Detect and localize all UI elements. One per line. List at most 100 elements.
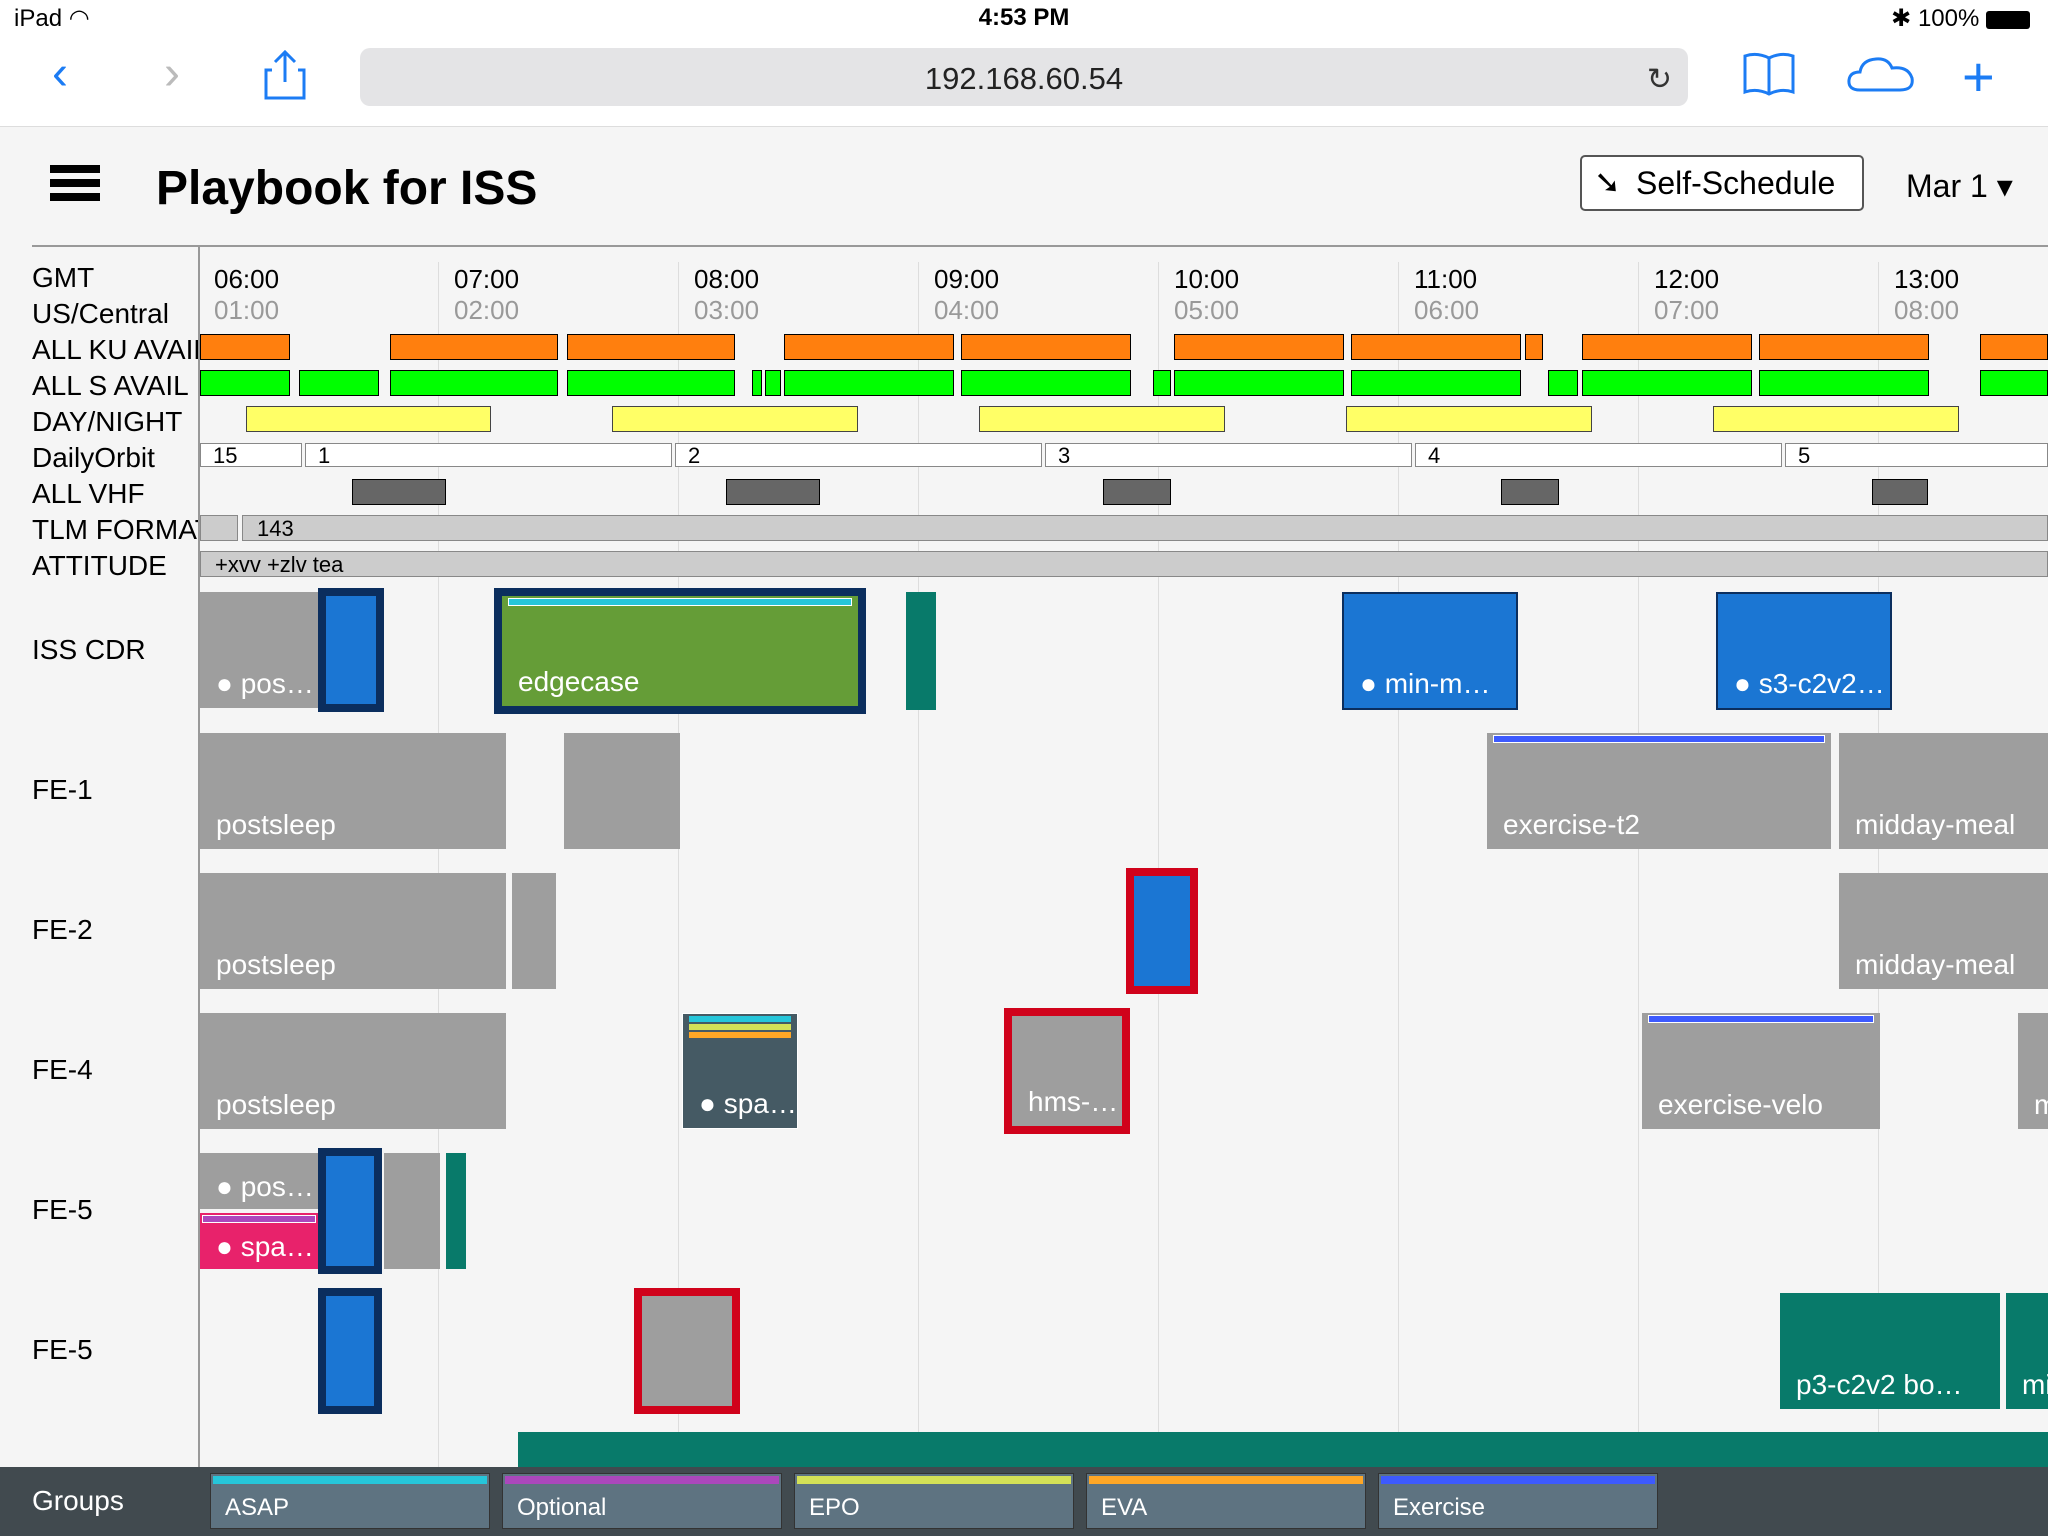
activity-block[interactable]: postsleep xyxy=(200,873,506,989)
vhf-pass[interactable] xyxy=(1103,479,1171,505)
activity-block[interactable]: ● spa… xyxy=(200,1213,318,1269)
vhf-pass[interactable] xyxy=(726,479,820,505)
attitude-segment[interactable]: +xvv +zlv tea xyxy=(200,551,2048,577)
ku-window[interactable] xyxy=(1525,334,1543,360)
s-window[interactable] xyxy=(200,370,290,396)
share-icon[interactable] xyxy=(264,49,306,100)
s-window[interactable] xyxy=(390,370,558,396)
activity-block[interactable]: ● spa… xyxy=(682,1013,798,1129)
activity-block[interactable]: p3-c2v2 bo… xyxy=(1780,1293,2000,1409)
reload-icon[interactable]: ↻ xyxy=(1646,63,1672,96)
new-tab-icon[interactable]: + xyxy=(1962,45,1995,108)
activity-block[interactable]: postsleep xyxy=(200,733,506,849)
activity-block[interactable] xyxy=(384,1153,440,1269)
activity-block[interactable]: hms-… xyxy=(1004,1008,1130,1134)
orbit-segment[interactable]: 1 xyxy=(305,443,672,468)
forward-icon[interactable]: › xyxy=(164,47,180,100)
activity-block[interactable] xyxy=(318,1148,382,1274)
s-window[interactable] xyxy=(299,370,379,396)
s-window[interactable] xyxy=(784,370,954,396)
ku-window[interactable] xyxy=(1174,334,1344,360)
s-window[interactable] xyxy=(567,370,735,396)
group-eva[interactable]: EVA xyxy=(1086,1473,1366,1529)
browser-toolbar: ‹ › 192.168.60.54 ↻ + xyxy=(0,40,2048,127)
s-window[interactable] xyxy=(1153,370,1171,396)
bookmarks-icon[interactable] xyxy=(1742,52,1796,101)
s-window[interactable] xyxy=(1759,370,1929,396)
activity-block[interactable]: exercise-velo xyxy=(1642,1013,1880,1129)
s-window[interactable] xyxy=(1351,370,1521,396)
back-icon[interactable]: ‹ xyxy=(52,47,68,100)
daylight-period[interactable] xyxy=(1346,406,1592,432)
activity-block[interactable] xyxy=(564,733,680,849)
vhf-pass[interactable] xyxy=(352,479,446,505)
ku-window[interactable] xyxy=(390,334,558,360)
group-label: EVA xyxy=(1101,1494,1148,1521)
group-epo[interactable]: EPO xyxy=(794,1473,1074,1529)
activity-block[interactable]: exercise-t2 xyxy=(1487,733,1831,849)
cloud-tabs-icon[interactable] xyxy=(1846,54,1916,99)
s-label: ALL S AVAIL xyxy=(32,370,189,401)
ku-window[interactable] xyxy=(961,334,1131,360)
tlm-segment[interactable]: 143 xyxy=(242,515,2048,541)
activity-label: ● min-m… xyxy=(1360,668,1491,699)
s-window[interactable] xyxy=(961,370,1131,396)
tlm-segment[interactable] xyxy=(200,515,238,541)
activity-block[interactable]: ● pos… xyxy=(200,592,320,708)
group-optional[interactable]: Optional xyxy=(502,1473,782,1529)
vhf-pass[interactable] xyxy=(1872,479,1928,505)
group-asap[interactable]: ASAP xyxy=(210,1473,490,1529)
orbit-segment[interactable]: 3 xyxy=(1045,443,1412,468)
menu-icon[interactable] xyxy=(50,165,100,205)
ku-window[interactable] xyxy=(1980,334,2048,360)
ku-window[interactable] xyxy=(784,334,954,360)
activity-block[interactable]: ● s3-c2v2… xyxy=(1716,592,1892,710)
activity-block[interactable] xyxy=(1126,868,1198,994)
activity-block[interactable] xyxy=(512,873,556,989)
s-window[interactable] xyxy=(752,370,762,396)
daylight-period[interactable] xyxy=(246,406,491,432)
activity-block[interactable] xyxy=(634,1288,740,1414)
app-header: Playbook for ISS ➘ Self-Schedule Mar 1 ▾ xyxy=(0,127,2048,247)
self-schedule-button[interactable]: ➘ Self-Schedule xyxy=(1580,155,1864,211)
activity-block[interactable]: m xyxy=(2018,1013,2048,1129)
activity-block[interactable] xyxy=(906,592,936,710)
daylight-period[interactable] xyxy=(612,406,858,432)
activity-block[interactable]: ● pos… xyxy=(200,1153,318,1209)
vhf-pass[interactable] xyxy=(1501,479,1559,505)
status-bar: iPad ◠ 4:53 PM ✱ 100% xyxy=(0,0,2048,40)
s-window[interactable] xyxy=(1548,370,1578,396)
daylight-period[interactable] xyxy=(979,406,1225,432)
s-window[interactable] xyxy=(1980,370,2048,396)
ku-window[interactable] xyxy=(1582,334,1752,360)
ku-window[interactable] xyxy=(200,334,290,360)
s-window[interactable] xyxy=(765,370,781,396)
orbit-segment[interactable]: 5 xyxy=(1785,443,2048,468)
activity-block[interactable] xyxy=(318,588,384,712)
activity-block[interactable]: midday-meal xyxy=(1839,873,2048,989)
ku-label: ALL KU AVAIL xyxy=(32,334,198,365)
group-label: ASAP xyxy=(225,1494,290,1521)
date-select[interactable]: Mar 1 ▾ xyxy=(1906,167,2013,205)
activity-block[interactable]: midday-meal xyxy=(1839,733,2048,849)
ku-window[interactable] xyxy=(1351,334,1521,360)
orbit-segment[interactable]: 4 xyxy=(1415,443,1782,468)
ku-window[interactable] xyxy=(1759,334,1929,360)
activity-block[interactable] xyxy=(446,1153,466,1269)
activity-block[interactable]: mi xyxy=(2006,1293,2048,1409)
ku-window[interactable] xyxy=(567,334,735,360)
address-bar[interactable]: 192.168.60.54 ↻ xyxy=(360,48,1688,106)
activity-label: midday-meal xyxy=(1855,809,2016,840)
activity-block[interactable]: ● min-m… xyxy=(1342,592,1518,710)
s-window[interactable] xyxy=(1174,370,1344,396)
activity-block[interactable]: edgecase xyxy=(494,588,866,714)
orbit-segment[interactable]: 15 xyxy=(200,443,302,468)
activity-block[interactable]: postsleep xyxy=(200,1013,506,1129)
orbit-segment[interactable]: 2 xyxy=(675,443,1042,468)
daynight-label: DAY/NIGHT xyxy=(32,406,183,437)
group-exercise[interactable]: Exercise xyxy=(1378,1473,1658,1529)
activity-block[interactable] xyxy=(518,1432,2048,1467)
daylight-period[interactable] xyxy=(1713,406,1959,432)
activity-block[interactable] xyxy=(318,1288,382,1414)
s-window[interactable] xyxy=(1582,370,1752,396)
